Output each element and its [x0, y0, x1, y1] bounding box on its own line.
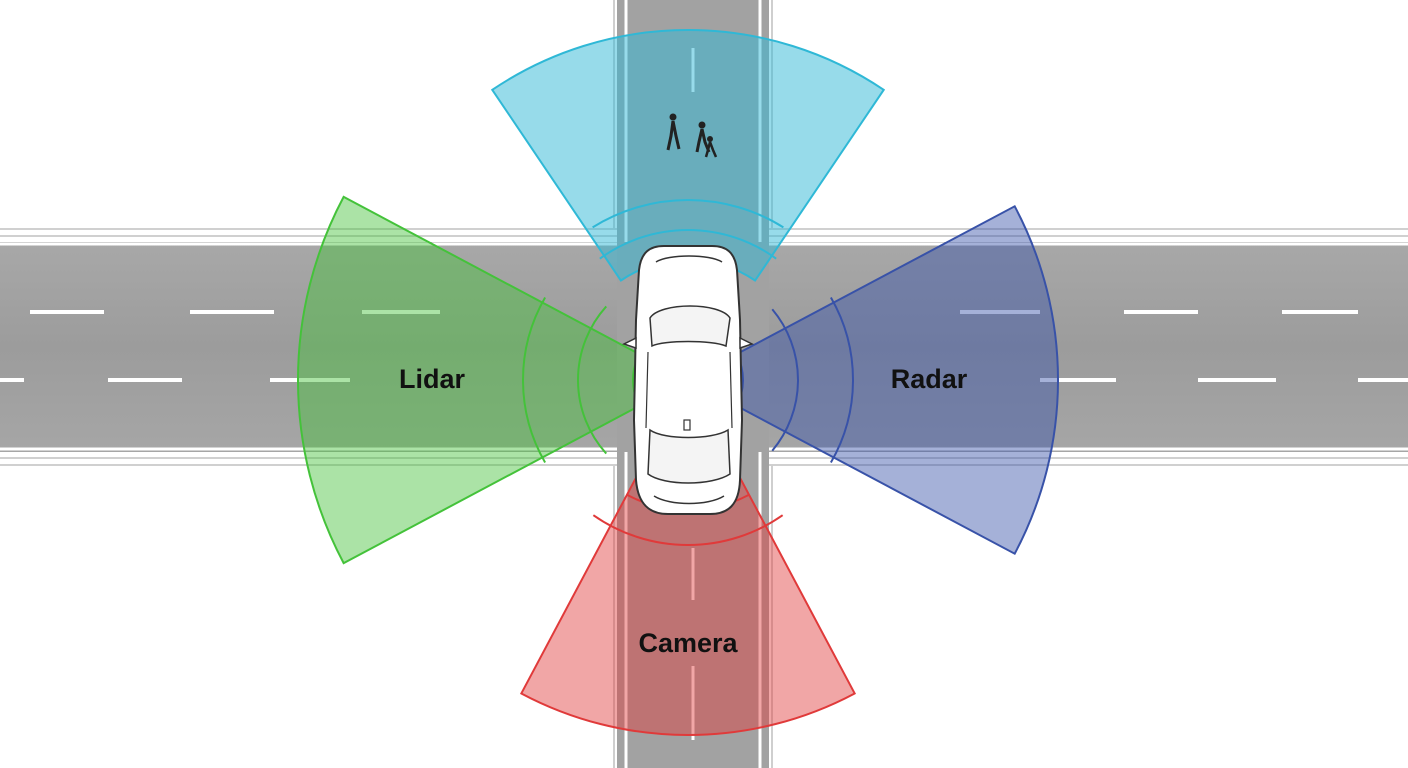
pedestrians	[666, 113, 718, 158]
radar-coverage-sector	[735, 204, 1059, 556]
front-camera-range-arc	[599, 229, 777, 260]
sensor-sectors	[296, 29, 1059, 736]
radar-label: Radar	[891, 364, 968, 394]
lidar-range-arc	[522, 297, 546, 463]
radar-range-arc	[830, 297, 854, 463]
front-camera-range-arc	[592, 199, 784, 229]
range-arcs	[522, 199, 854, 546]
lidar-label: Lidar	[399, 364, 466, 394]
horizontal-road-edges	[0, 228, 1408, 466]
pedestrian-icon	[666, 113, 681, 151]
lidar-coverage-sector	[296, 195, 641, 565]
car-top-view-icon	[622, 245, 754, 515]
camera-label: Camera	[638, 628, 738, 658]
radar-range-arc	[771, 308, 799, 452]
lidar-range-arc	[577, 305, 607, 455]
lane-dashes-horizontal	[0, 310, 1408, 382]
pedestrian-icon	[695, 121, 711, 153]
camera-range-arc	[592, 514, 784, 546]
pedestrian-icon	[704, 136, 718, 158]
